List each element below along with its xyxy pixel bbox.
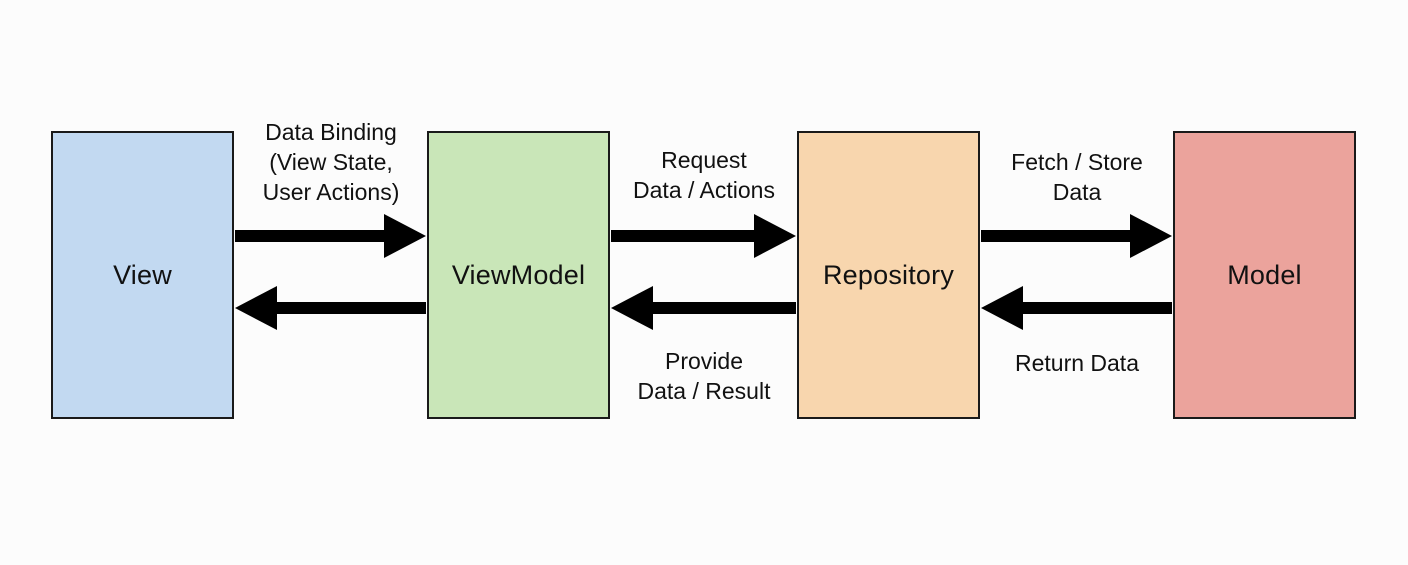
model-box: Model — [1173, 131, 1356, 419]
arrow-viewmodel-to-repository — [611, 214, 796, 258]
arrow-label-provide-data: Provide Data / Result — [637, 348, 771, 404]
arrow-repository-to-viewmodel — [611, 286, 796, 330]
viewmodel-box: ViewModel — [427, 131, 610, 419]
arrow-label-data-binding: Data Binding (View State, User Actions) — [262, 119, 400, 205]
viewmodel-label: ViewModel — [451, 259, 586, 290]
arrow-view-to-viewmodel — [235, 214, 426, 258]
repository-label: Repository — [822, 259, 955, 290]
arrow-label-return-data: Return Data — [1014, 350, 1139, 376]
arrow-label-fetch-store: Fetch / Store Data — [1011, 149, 1143, 205]
view-box: View — [51, 131, 234, 419]
arrow-model-to-repository — [981, 286, 1172, 330]
model-label: Model — [1227, 259, 1302, 290]
repository-box: Repository — [797, 131, 980, 419]
arrow-viewmodel-to-view — [235, 286, 426, 330]
arrow-label-request-data: Request Data / Actions — [633, 147, 775, 203]
view-label: View — [113, 259, 172, 290]
arrow-repository-to-model — [981, 214, 1172, 258]
